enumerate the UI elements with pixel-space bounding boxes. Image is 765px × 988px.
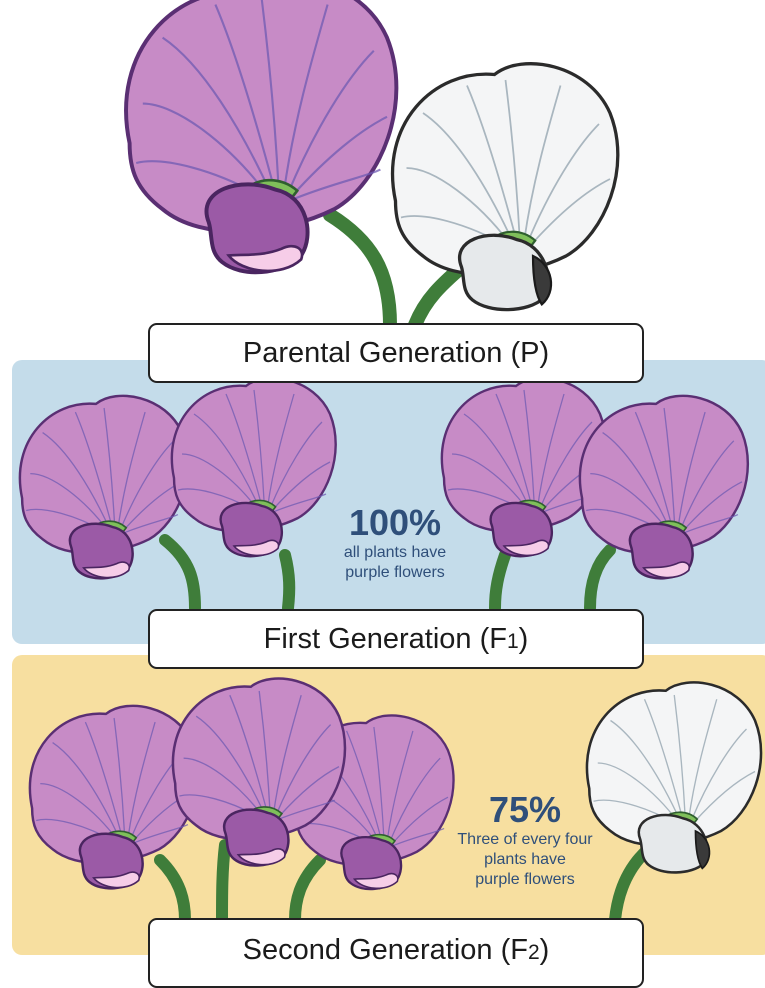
parental-label-text: Parental Generation (P) bbox=[243, 337, 549, 369]
f2-label-subscript: 2 bbox=[528, 941, 540, 964]
f1-label-subscript: 1 bbox=[507, 630, 519, 653]
f1-description: all plants have purple flowers bbox=[300, 543, 490, 583]
f1-label-close: ) bbox=[519, 623, 529, 655]
f1-label-text: First Generation (F bbox=[264, 623, 507, 655]
purple-flower-f2-1 bbox=[30, 706, 198, 889]
f2-label-close: ) bbox=[540, 934, 550, 966]
f2-statistic: 75% Three of every four plants have purp… bbox=[425, 790, 625, 890]
parental-generation-label: Parental Generation (P) bbox=[148, 323, 644, 383]
f2-description: Three of every four plants have purple f… bbox=[425, 830, 625, 890]
f2-label-text: Second Generation (F bbox=[243, 934, 528, 966]
second-generation-label: Second Generation (F2) bbox=[148, 918, 644, 988]
white-flower-parent bbox=[393, 64, 618, 310]
f2-percent: 75% bbox=[425, 790, 625, 830]
f1-statistic: 100% all plants have purple flowers bbox=[300, 503, 490, 583]
purple-flower-f1-1 bbox=[20, 396, 188, 579]
f1-percent: 100% bbox=[300, 503, 490, 543]
first-generation-label: First Generation (F1) bbox=[148, 609, 644, 669]
